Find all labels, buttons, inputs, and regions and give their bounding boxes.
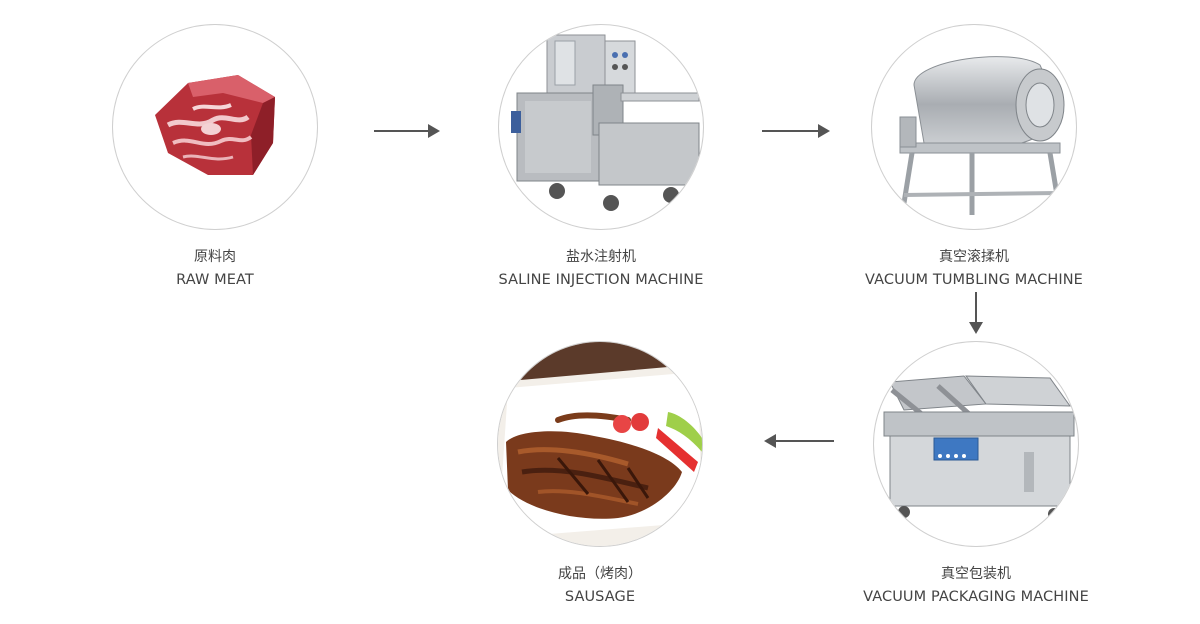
step-saline-injection-machine: 盐水注射机 SALINE INJECTION MACHINE (471, 24, 731, 289)
vacuum-packaging-label-cn: 真空包装机 (941, 566, 1011, 582)
vacuum-tumbling-machine-image (899, 56, 1065, 215)
saline-injection-label-cn: 盐水注射机 (566, 249, 636, 265)
arrow-left (764, 434, 834, 448)
finished-product-image-circle (497, 341, 703, 547)
arrow-right-1 (374, 124, 440, 138)
vacuum-packaging-image-circle (873, 341, 1079, 547)
arrow-down (969, 292, 983, 334)
saline-injection-label-en: SALINE INJECTION MACHINE (498, 272, 704, 288)
step-vacuum-tumbling-machine: 真空滚揉机 VACUUM TUMBLING MACHINE (844, 24, 1104, 289)
step-finished-product: 成品（烤肉） SAUSAGE (470, 341, 730, 606)
step-raw-meat: 原料肉 RAW MEAT (85, 24, 345, 289)
step-vacuum-packaging-machine: 真空包装机 VACUUM PACKAGING MACHINE (846, 341, 1106, 606)
vacuum-packaging-machine-image (883, 375, 1075, 520)
vacuum-tumbling-label-cn: 真空滚揉机 (939, 249, 1009, 265)
raw-meat-label-en: RAW MEAT (176, 272, 254, 288)
arrow-right-2 (762, 124, 830, 138)
saline-injection-machine-image (511, 34, 700, 211)
raw-meat-image (155, 75, 275, 175)
vacuum-tumbling-image-circle (871, 24, 1077, 230)
grilled-meat-image (498, 342, 702, 546)
raw-meat-image-circle (112, 24, 318, 230)
saline-injection-image-circle (498, 24, 704, 230)
finished-product-label-cn: 成品（烤肉） (558, 566, 642, 582)
vacuum-packaging-label-en: VACUUM PACKAGING MACHINE (863, 589, 1089, 605)
raw-meat-label-cn: 原料肉 (194, 249, 236, 265)
vacuum-tumbling-label-en: VACUUM TUMBLING MACHINE (865, 272, 1083, 288)
finished-product-label-en: SAUSAGE (564, 589, 636, 605)
